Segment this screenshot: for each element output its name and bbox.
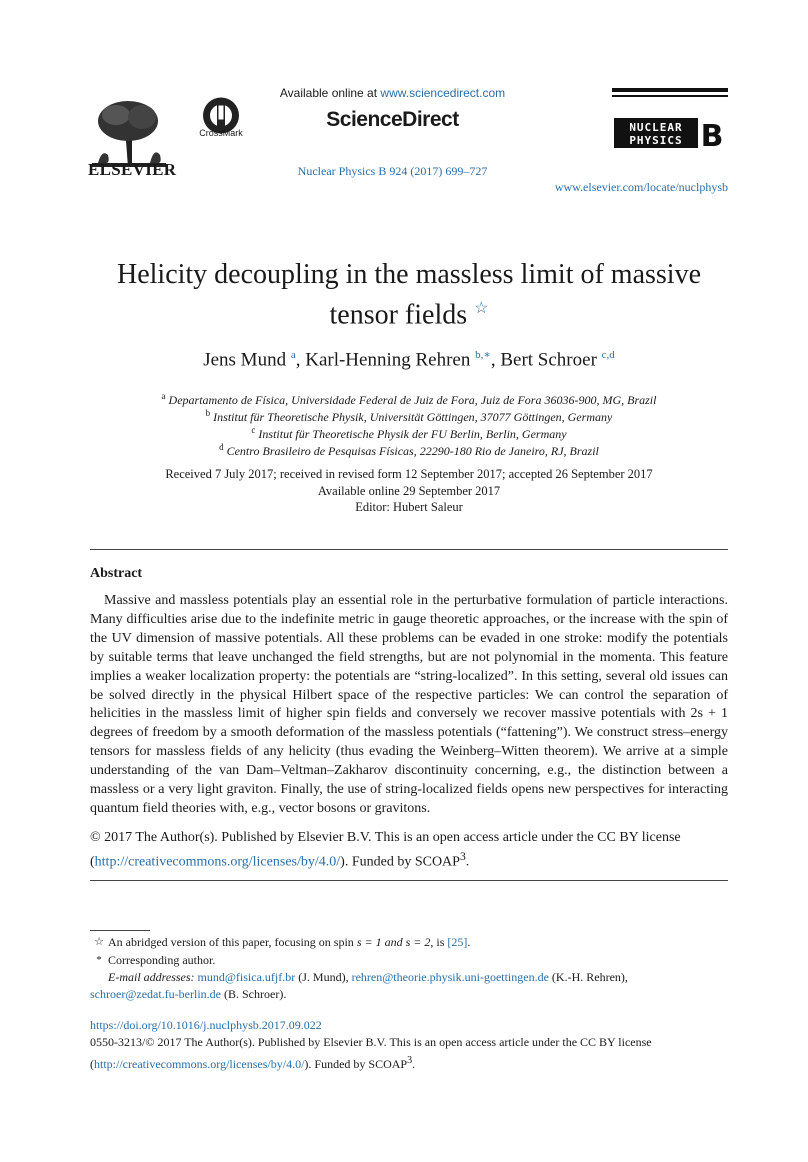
doi-link[interactable]: https://doi.org/10.1016/j.nuclphysb.2017… [90,1018,322,1032]
email-owner: (B. Schroer). [221,987,287,1001]
paren-open: ( [90,1057,94,1071]
license-link[interactable]: http://creativecommons.org/licenses/by/4… [94,854,341,870]
affiliation-text: Centro Brasileiro de Pesquisas Físicas, … [226,444,599,458]
author-name: Bert Schroer [500,349,597,371]
footnote-text: , is [430,935,448,949]
paren-open: ( [90,854,95,870]
copyright-line: © 2017 The Author(s). Published by Elsev… [90,830,681,845]
footnote-emails: E-mail addresses: mund@fisica.ufjf.br (J… [90,969,728,986]
nuclear-physics-b-logo: NUCLEAR PHYSICS B [612,88,728,154]
footnote-star: ☆ An abridged version of this paper, focu… [90,934,728,951]
footnote-emails-cont: schroer@zedat.fu-berlin.de (B. Schroer). [90,986,728,1003]
available-prefix: Available online at [279,86,381,100]
sciencedirect-link[interactable]: www.sciencedirect.com [380,86,506,100]
abstract-text: Massive and massless potentials play an … [90,593,728,816]
affiliation-mark: c [251,425,256,435]
affiliation-text: Institut für Theoretische Physik, Univer… [213,410,613,424]
divider [90,880,728,881]
author-affil-mark[interactable]: c,d [601,349,615,361]
platform-brand: ScienceDirect [326,108,459,131]
funded-by: ). Funded by SCOAP [304,1057,408,1071]
abstract-copyright: © 2017 The Author(s). Published by Elsev… [90,829,728,872]
email-link[interactable]: schroer@zedat.fu-berlin.de [90,987,221,1001]
footnote-star-mark: ☆ [94,936,104,948]
journal-logo-bottom: PHYSICS [629,134,682,147]
available-online-date: Available online 29 September 2017 [317,484,501,498]
license-line: (http://creativecommons.org/licenses/by/… [90,1051,728,1074]
affiliation-text: Departamento de Física, Universidade Fed… [168,393,657,407]
email-owner: (J. Mund), [295,970,352,984]
title-line-2: tensor fields [329,299,468,331]
period: . [465,854,470,870]
scoap-superscript: 3 [459,849,466,863]
available-online: Available online at www.sciencedirect.co… [250,86,535,100]
footnote-corresponding: * Corresponding author. [90,952,728,969]
funded-by: ). Funded by SCOAP [340,854,460,870]
title-footnote-mark[interactable]: ☆ [474,300,489,317]
period: . [412,1057,416,1071]
footnote-rule [90,930,150,931]
email-link[interactable]: rehren@theorie.physik.uni-goettingen.de [351,970,549,984]
email-link[interactable]: mund@fisica.ufjf.br [197,970,296,984]
footnote-text: An abridged version of this paper, focus… [108,935,357,949]
journal-reference[interactable]: Nuclear Physics B 924 (2017) 699–727 [297,164,488,178]
author-affil-mark[interactable]: b,∗ [475,349,491,361]
divider [90,549,728,550]
author-list: Jens Mund a, Karl-Henning Rehren b,∗, Be… [203,349,615,371]
crossmark-icon[interactable] [196,88,246,143]
footnote-math: s = 1 and s = 2 [356,935,431,949]
journal-logo-letter: B [701,119,724,154]
footnote-asterisk-mark: * [96,954,102,966]
crossmark-label: CrossMark [199,128,243,138]
affiliation-text: Institut für Theoretische Physik der FU … [258,427,567,441]
article-title: Helicity decoupling in the massless limi… [90,258,728,332]
email-label: E-mail addresses: [108,970,195,984]
author-name: Karl-Henning Rehren [305,349,471,371]
affiliation-mark: a [161,391,166,401]
author-affil-mark[interactable]: a [290,349,296,361]
received-dates: Received 7 July 2017; received in revise… [165,467,653,481]
elsevier-tree-logo [88,97,170,169]
title-line-1: Helicity decoupling in the massless limi… [116,259,702,290]
abstract-heading: Abstract [90,566,143,581]
footnote-text: Corresponding author. [108,953,216,967]
journal-homepage-link[interactable]: www.elsevier.com/locate/nuclphysb [554,180,728,194]
doi-line: https://doi.org/10.1016/j.nuclphysb.2017… [90,1015,728,1035]
publisher-name: ELSEVIER [88,160,177,179]
journal-logo-top: NUCLEAR [629,121,682,134]
affiliation-mark: b [205,408,211,418]
email-owner: (K.-H. Rehren), [548,970,628,984]
scoap-superscript: 3 [407,1055,413,1066]
editor: Editor: Hubert Saleur [355,500,463,514]
license-link[interactable]: http://creativecommons.org/licenses/by/4… [94,1057,305,1071]
issn-line: 0550-3213/© 2017 The Author(s). Publishe… [90,1035,652,1049]
reference-link[interactable]: [25] [447,935,468,949]
period: . [467,935,471,949]
author-name: Jens Mund [203,349,287,371]
affiliation-mark: d [219,442,224,452]
